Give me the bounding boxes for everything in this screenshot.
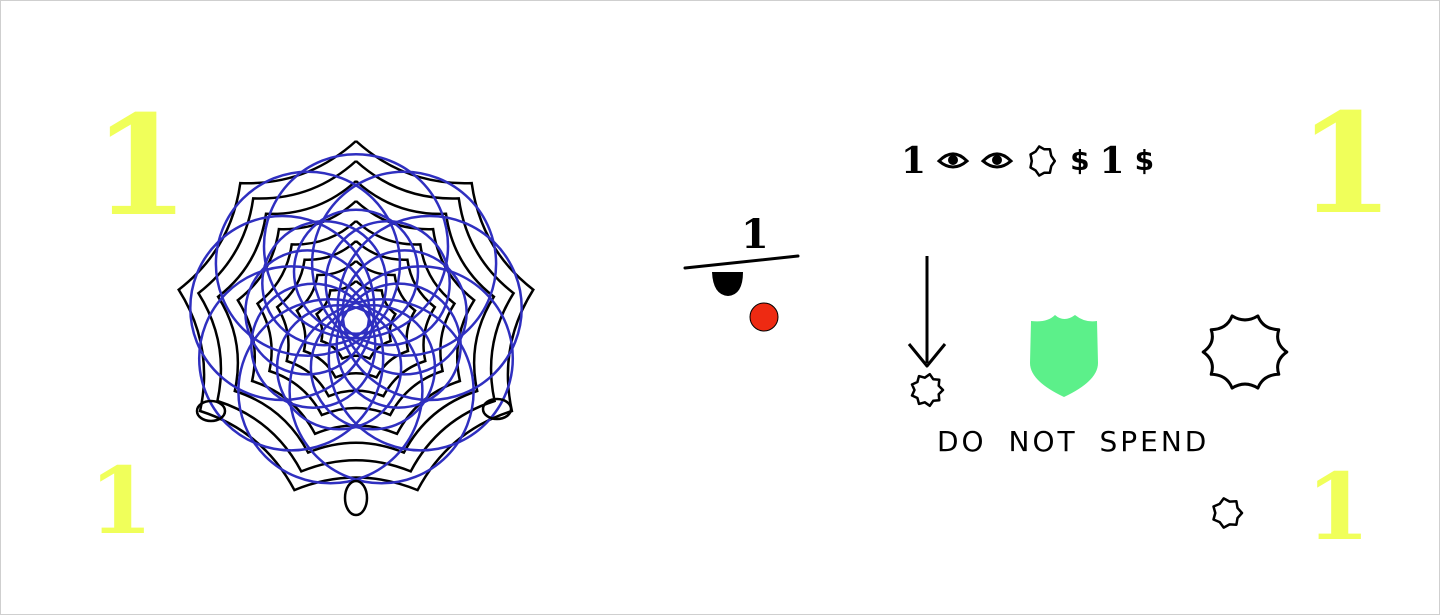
- rosette-web-ring: [255, 220, 457, 417]
- corner-numeral-bottom-left: 1: [89, 447, 154, 555]
- corner-numeral-top-left: 1: [93, 84, 190, 247]
- gear-icon: [910, 372, 945, 408]
- red-dot: [749, 302, 779, 332]
- rosette-web-ring: [314, 280, 398, 361]
- gear-icon: [1212, 497, 1244, 529]
- rosette-circle: [189, 214, 376, 402]
- rosette-loop: [343, 479, 369, 517]
- scalloped-ring-icon: [1201, 314, 1289, 390]
- rosette-circle: [310, 170, 498, 357]
- rosette-circle: [237, 298, 424, 485]
- rosette-web-ring: [177, 140, 535, 492]
- eyepatch-hat-icon: [683, 254, 800, 296]
- rosette-circle: [327, 265, 515, 452]
- denomination-digit: 1: [1099, 140, 1125, 182]
- rosette-circle: [250, 282, 377, 409]
- dollar-sign: $: [1134, 144, 1155, 177]
- symbol-row: 1 $1 $: [901, 139, 1154, 183]
- rosette-circle: [324, 219, 451, 347]
- rosette-web-ring: [295, 260, 417, 379]
- shield-icon: [1030, 315, 1098, 397]
- corner-numeral-top-right: 1: [1298, 82, 1395, 245]
- rosette-circle: [288, 298, 475, 485]
- eye-icon: [980, 152, 1014, 169]
- guilloche-rosette: [177, 140, 535, 517]
- center-numeral: 1: [741, 211, 769, 258]
- denomination-digit: 1: [901, 140, 927, 182]
- rosette-web-ring: [196, 160, 516, 473]
- rosette-circle: [214, 170, 402, 357]
- down-arrow-icon: [907, 256, 947, 368]
- rosette-circle: [309, 304, 437, 431]
- rosette-circle: [197, 265, 385, 452]
- corner-numeral-bottom-right: 1: [1306, 453, 1371, 561]
- rosette-web-ring: [216, 180, 496, 455]
- dollar-sign: $: [1070, 144, 1090, 177]
- rosette-loop: [195, 399, 227, 423]
- slogan-text: DO NOT SPEND: [937, 425, 1210, 458]
- wavy-blob-icon: [1029, 145, 1057, 177]
- rosette-circle: [244, 249, 371, 376]
- eye-icon: [936, 152, 970, 169]
- rosette-loop: [481, 397, 513, 421]
- rosette-circle: [262, 152, 450, 340]
- rosette-circle: [261, 219, 388, 347]
- rosette-circle: [292, 208, 420, 335]
